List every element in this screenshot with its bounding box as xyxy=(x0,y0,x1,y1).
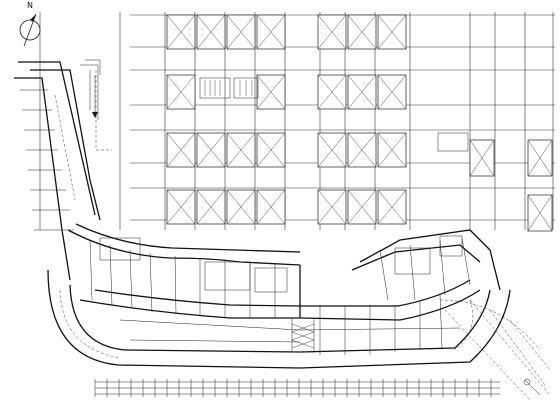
parking-stall xyxy=(256,14,286,50)
parking-stall xyxy=(347,132,377,168)
entrance-ramp xyxy=(291,317,315,353)
left-hook-line xyxy=(85,59,101,118)
parking-stall xyxy=(377,132,407,168)
north-arrow-label: N xyxy=(27,1,33,10)
parking-stalls xyxy=(166,14,407,225)
parking-stall xyxy=(166,189,196,225)
upper-stair-blocks xyxy=(199,77,469,152)
parking-stall xyxy=(377,189,407,225)
parking-stall xyxy=(226,132,256,168)
parking-stall xyxy=(347,189,377,225)
parking-stall xyxy=(347,74,377,110)
side-stalls xyxy=(469,139,553,232)
parking-stall xyxy=(196,14,226,50)
structural-grid xyxy=(39,12,555,230)
parking-stall xyxy=(317,189,347,225)
parking-stall xyxy=(166,14,196,50)
parking-stall xyxy=(196,189,226,225)
parking-stall xyxy=(166,74,196,110)
parking-stall xyxy=(317,132,347,168)
parking-stall xyxy=(377,74,407,110)
dimension-ticks xyxy=(94,379,492,397)
parking-stall xyxy=(196,132,226,168)
parking-stall xyxy=(317,14,347,50)
parking-stall xyxy=(256,74,286,110)
parking-stall xyxy=(317,74,347,110)
parking-stall xyxy=(256,132,286,168)
dimension-strip-bottom xyxy=(95,381,500,395)
parking-stall xyxy=(226,14,256,50)
radial-guides xyxy=(439,299,551,401)
parking-stall xyxy=(347,14,377,50)
parking-stall xyxy=(256,189,286,225)
left-wing-building xyxy=(14,61,112,281)
parking-stall xyxy=(377,14,407,50)
parking-stall xyxy=(166,132,196,168)
main-curved-building xyxy=(47,223,511,369)
parking-stall xyxy=(226,189,256,225)
north-arrow-icon xyxy=(19,13,41,47)
